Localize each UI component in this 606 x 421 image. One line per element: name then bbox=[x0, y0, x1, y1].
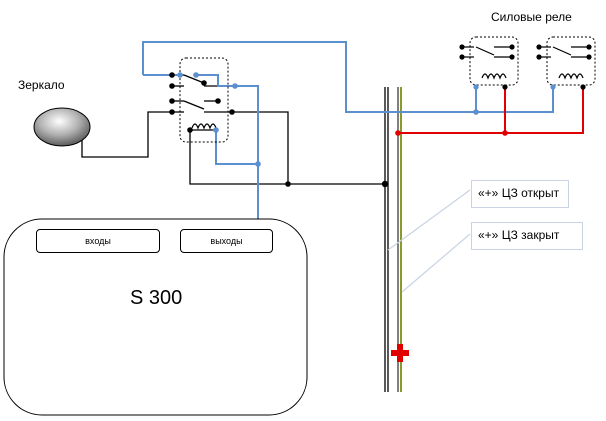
mirror-icon bbox=[33, 107, 91, 147]
callout-lock-closed: «+» ЦЗ закрыт bbox=[471, 222, 583, 250]
inputs-label: входы bbox=[85, 236, 111, 246]
outputs-label: выходы bbox=[210, 236, 243, 246]
callout-lock-open: «+» ЦЗ открыт bbox=[471, 180, 569, 208]
callout-lock-open-text: «+» ЦЗ открыт bbox=[478, 186, 560, 200]
mirror-label: Зеркало bbox=[18, 78, 65, 92]
plus-icon bbox=[391, 344, 409, 362]
inputs-block: входы bbox=[36, 229, 160, 253]
power-relays-label: Силовые реле bbox=[491, 10, 572, 24]
green-bus bbox=[397, 87, 402, 392]
blue-wires bbox=[142, 41, 554, 220]
red-wires bbox=[398, 87, 584, 134]
relay-icon-power-2 bbox=[539, 36, 596, 86]
junction-dots-red bbox=[395, 130, 508, 136]
junction-dots-blue bbox=[177, 72, 556, 167]
callout-pointers bbox=[387, 189, 471, 293]
callout-lock-closed-text: «+» ЦЗ закрыт bbox=[478, 228, 560, 242]
controller-body bbox=[3, 218, 308, 416]
outputs-block: выходы bbox=[180, 229, 273, 253]
junction-dots-black bbox=[169, 44, 592, 188]
relay-icon-power-1 bbox=[462, 36, 519, 86]
relay-icon-main bbox=[179, 57, 229, 143]
controller-title: S 300 bbox=[130, 287, 183, 309]
